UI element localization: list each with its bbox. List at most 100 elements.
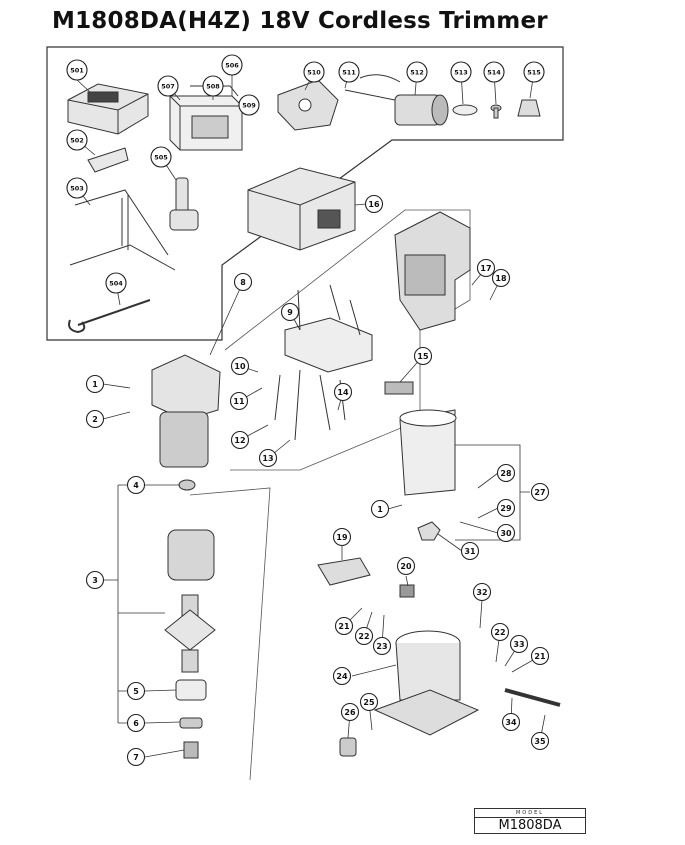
- callout-20: 20: [396, 556, 416, 576]
- clamp-knob-illustration: [339, 737, 357, 757]
- callout-label: 29: [500, 504, 512, 513]
- callout-label: 512: [410, 69, 424, 77]
- callout-label: 1: [92, 380, 98, 389]
- callout-label: 27: [534, 488, 545, 497]
- leader-lines: [76, 65, 546, 758]
- callout-label: 24: [336, 672, 348, 681]
- callout-label: 7: [133, 753, 139, 762]
- callout-13: 13: [258, 448, 278, 468]
- model-box: MODEL M1808DA: [474, 808, 586, 834]
- light-illustration: [344, 74, 449, 126]
- armature-illustration: [164, 479, 216, 759]
- callout-label: 30: [500, 529, 512, 538]
- callout-label: 17: [480, 264, 491, 273]
- case-illustration: [169, 85, 243, 151]
- callout-9: 9: [280, 302, 300, 322]
- callout-1-2: 1: [370, 499, 390, 519]
- callout-10: 10: [230, 356, 250, 376]
- callout-509: 509: [238, 94, 260, 116]
- callout-34: 34: [501, 712, 521, 732]
- callout-label: 28: [500, 469, 512, 478]
- callout-504: 504: [105, 272, 127, 294]
- callout-32: 32: [472, 582, 492, 602]
- callout-27: 27: [530, 482, 550, 502]
- callout-label: 514: [487, 69, 501, 77]
- callout-506: 506: [221, 54, 243, 76]
- bracket-illustration: [87, 147, 129, 173]
- callout-505: 505: [150, 146, 172, 168]
- bolt-illustration: [504, 688, 561, 707]
- callout-4: 4: [126, 475, 146, 495]
- charger-illustration: [67, 83, 149, 135]
- callout-label: 503: [70, 185, 84, 193]
- model-label: MODEL: [475, 809, 585, 818]
- callout-24: 24: [332, 666, 352, 686]
- callout-514: 514: [483, 61, 505, 83]
- callout-28: 28: [496, 463, 516, 483]
- callout-label: 509: [242, 102, 256, 110]
- callout-15: 15: [413, 346, 433, 366]
- callout-35: 35: [530, 731, 550, 751]
- callout-label: 2: [92, 415, 98, 424]
- callout-8: 8: [233, 272, 253, 292]
- callout-label: 513: [454, 69, 468, 77]
- callout-1: 1: [85, 374, 105, 394]
- callout-26: 26: [340, 702, 360, 722]
- callout-29: 29: [496, 498, 516, 518]
- callout-label: 20: [400, 562, 412, 571]
- page-title: M1808DA(H4Z) 18V Cordless Trimmer: [52, 8, 548, 34]
- wiring-illustration: [274, 284, 361, 441]
- switch-housing-illustration: [151, 354, 221, 468]
- callout-515: 515: [523, 61, 545, 83]
- battery-illustration: [247, 167, 356, 251]
- callout-508: 508: [202, 75, 224, 97]
- callout-label: 12: [234, 436, 245, 445]
- callout-label: 14: [337, 388, 349, 397]
- control-board-illustration: [284, 317, 373, 373]
- callout-503: 503: [66, 177, 88, 199]
- callout-label: 501: [70, 67, 84, 75]
- callout-label: 510: [307, 69, 321, 77]
- callout-label: 508: [206, 83, 220, 91]
- callout-label: 18: [495, 274, 507, 283]
- clamp-illustration: [169, 177, 199, 231]
- callout-19: 19: [332, 527, 352, 547]
- callout-label: 25: [363, 698, 375, 707]
- callout-label: 35: [534, 737, 546, 746]
- callout-label: 13: [262, 454, 273, 463]
- callout-label: 22: [494, 628, 505, 637]
- screw-illustration: [490, 104, 502, 119]
- callout-25: 25: [359, 692, 379, 712]
- callout-label: 8: [240, 278, 246, 287]
- washer-illustration: [452, 104, 478, 116]
- callout-label: 506: [225, 62, 239, 70]
- callout-label: 34: [505, 718, 517, 727]
- callout-507: 507: [157, 75, 179, 97]
- model-value: M1808DA: [498, 818, 562, 833]
- guide-illustration: [69, 189, 176, 271]
- callout-5: 5: [126, 681, 146, 701]
- callout-label: 31: [464, 547, 476, 556]
- callout-label: 26: [344, 708, 356, 717]
- callout-label: 19: [336, 533, 348, 542]
- callout-label: 1: [377, 505, 383, 514]
- callout-513: 513: [450, 61, 472, 83]
- base-illustration: [373, 630, 480, 736]
- lever-illustration: [317, 557, 371, 586]
- callout-510: 510: [303, 61, 325, 83]
- callout-label: 16: [368, 200, 380, 209]
- callout-33: 33: [509, 634, 529, 654]
- callout-501: 501: [66, 59, 88, 81]
- callout-21: 21: [334, 616, 354, 636]
- callout-label: 15: [417, 352, 429, 361]
- callout-label: 33: [513, 640, 524, 649]
- callout-2: 2: [85, 409, 105, 429]
- callout-30: 30: [496, 523, 516, 543]
- callout-3: 3: [85, 570, 105, 590]
- callout-label: 11: [233, 397, 245, 406]
- callout-511: 511: [338, 61, 360, 83]
- callout-label: 6: [133, 719, 139, 728]
- callout-31: 31: [460, 541, 480, 561]
- callout-label: 32: [476, 588, 487, 597]
